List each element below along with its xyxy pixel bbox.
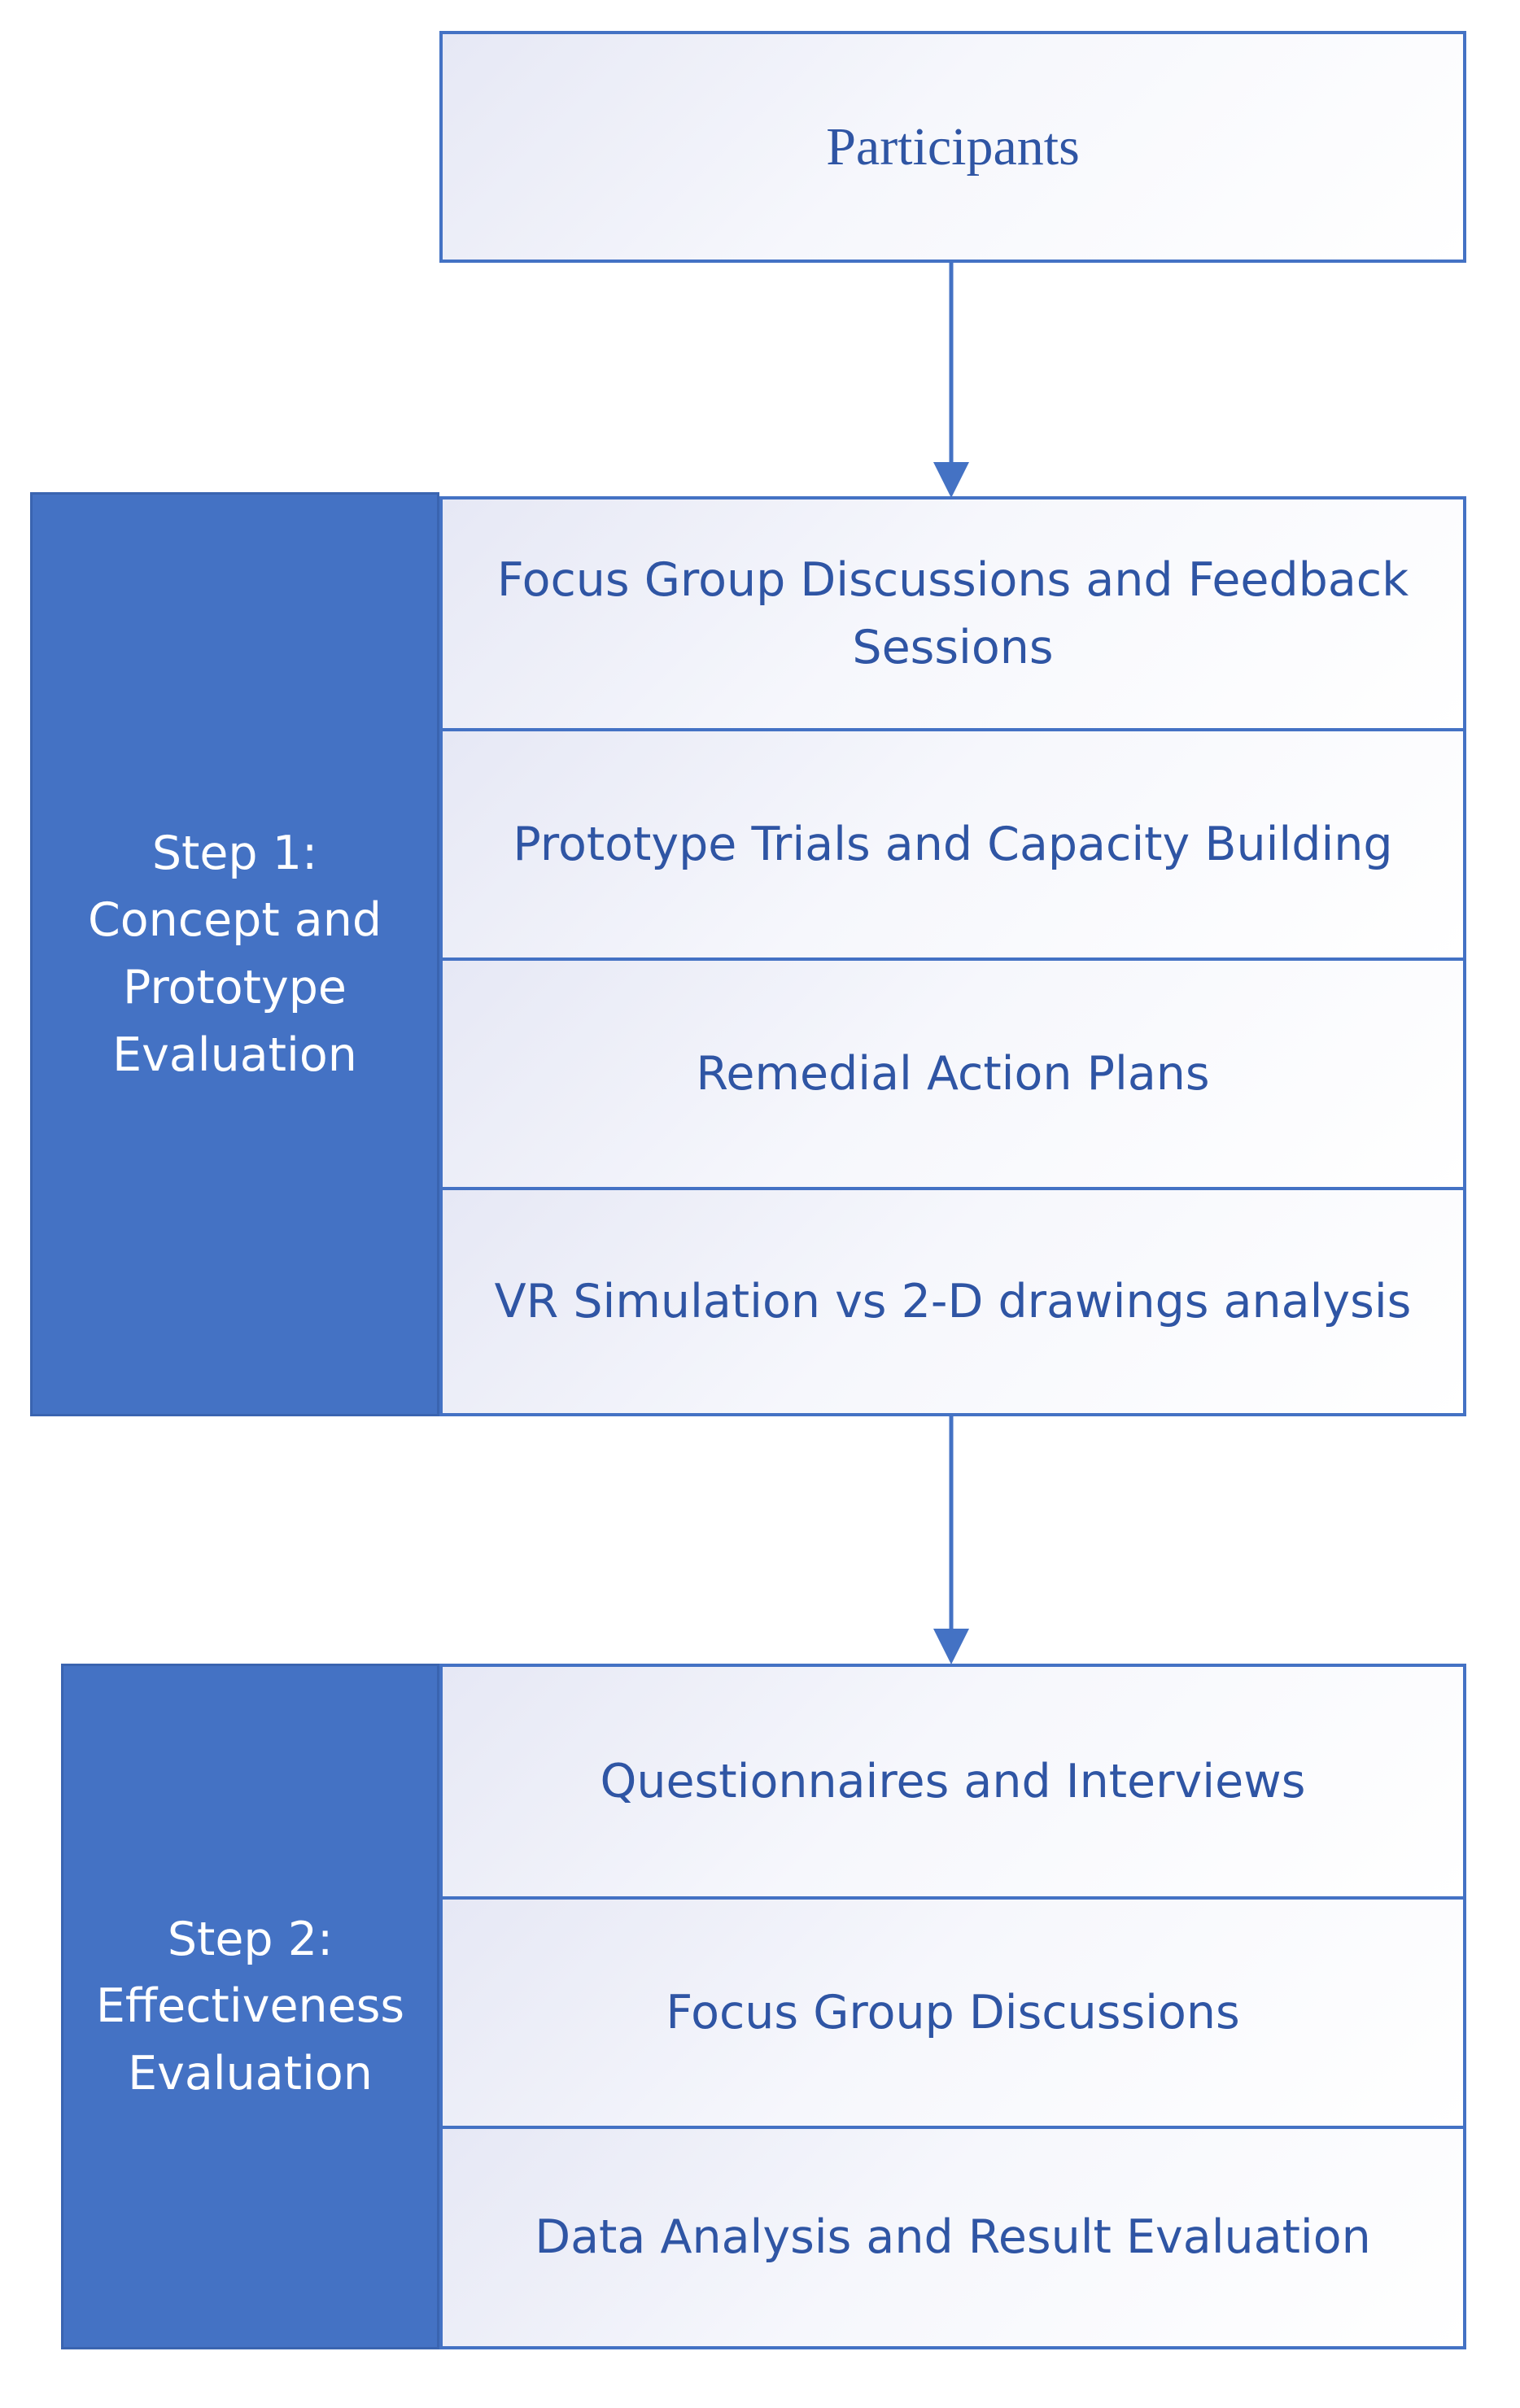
arrowhead-step1 [933,462,969,498]
step1-item-label: Remedial Action Plans [696,1046,1210,1101]
step2-label-line1: Step 2: [167,1912,334,1966]
step1-item-label: Focus Group Discussions and Feedback Ses… [496,552,1409,674]
step1-label-line4: Evaluation [112,1027,357,1082]
arrowhead-step2 [933,1629,969,1664]
step1-item-label: VR Simulation vs 2-D drawings analysis [494,1274,1412,1328]
step1-item-vr-simulation: VR Simulation vs 2-D drawings analysis [443,1187,1463,1413]
participants-label: Participants [826,116,1080,177]
step2-item-label: Questionnaires and Interviews [600,1754,1306,1808]
step1-item-remedial-action: Remedial Action Plans [443,958,1463,1187]
step2-label-line3: Evaluation [128,2046,373,2100]
step2-item-data-analysis: Data Analysis and Result Evaluation [443,2126,1463,2346]
step2-label-line2: Effectiveness [95,1979,405,2034]
step2-item-questionnaires: Questionnaires and Interviews [443,1667,1463,1896]
step1-label-line1: Step 1: [151,826,318,880]
step2-label-block: Step 2: Effectiveness Evaluation [61,1664,439,2349]
participants-box: Participants [439,31,1466,263]
step1-label-block: Step 1: Concept and Prototype Evaluation [30,492,439,1416]
step1-item-focus-group-feedback: Focus Group Discussions and Feedback Ses… [443,499,1463,728]
step2-items: Questionnaires and Interviews Focus Grou… [439,1664,1466,2349]
step1-items: Focus Group Discussions and Feedback Ses… [439,496,1466,1416]
step1-label-line3: Prototype [123,961,347,1014]
step2-item-label: Data Analysis and Result Evaluation [535,2210,1371,2265]
step2-item-label: Focus Group Discussions [666,1985,1240,2039]
step1-item-label: Prototype Trials and Capacity Building [513,817,1393,871]
step2-item-focus-group: Focus Group Discussions [443,1896,1463,2126]
step1-item-prototype-trials: Prototype Trials and Capacity Building [443,728,1463,958]
step1-label-line2: Concept and [87,893,382,948]
